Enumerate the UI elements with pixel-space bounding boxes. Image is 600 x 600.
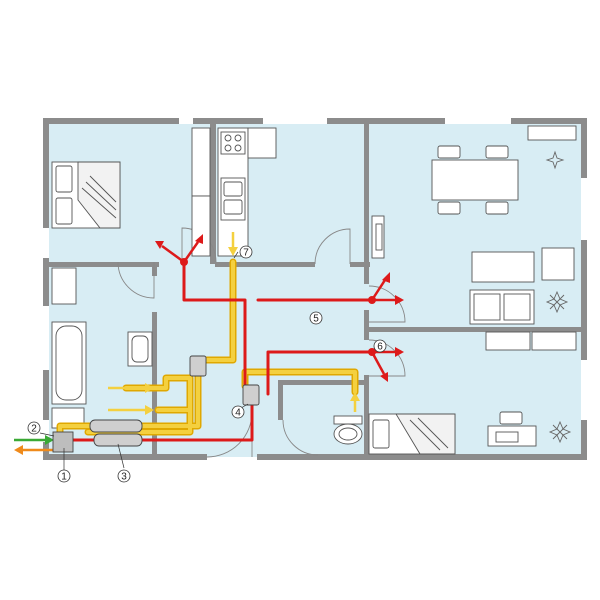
armchair <box>541 247 575 281</box>
callouts: 1 2 3 4 5 6 7 <box>27 245 387 483</box>
callout-1: 1 <box>61 472 67 483</box>
chair-1 <box>437 145 461 159</box>
callout-6: 6 <box>377 342 383 353</box>
wall-top-4 <box>327 118 445 124</box>
callout-4: 4 <box>235 408 241 419</box>
distribution-box-supply <box>242 384 260 406</box>
callout-5: 5 <box>313 314 319 325</box>
cabinet-bath <box>51 267 77 305</box>
door-wc <box>282 419 319 456</box>
wall-kitchen-living <box>364 124 369 284</box>
supply-duct-bedroom-left <box>182 260 247 390</box>
wardrobe-1 <box>485 331 531 351</box>
bed-left-pillow-1 <box>55 165 73 193</box>
heat-recovery-unit <box>89 419 143 433</box>
wall-living-bed <box>369 327 581 332</box>
wall-bath-hall <box>152 264 157 276</box>
distribution-box-extract <box>189 355 207 377</box>
wall-left-1 <box>43 118 49 228</box>
outside-air-arrows <box>14 435 54 455</box>
wall-top-3 <box>213 118 263 124</box>
supply-arrows <box>155 234 404 382</box>
plant-living <box>545 290 569 314</box>
wall-living-hall <box>364 310 369 340</box>
kitchen-counter-left <box>191 127 211 197</box>
coffee-table <box>471 251 535 283</box>
stove <box>220 131 246 155</box>
chair-4 <box>485 201 509 215</box>
wall-kitchen-hall-1 <box>215 262 315 267</box>
sideboard <box>527 125 577 141</box>
wall-bed-kitchen <box>210 124 216 264</box>
wall-bath-hall-2 <box>152 312 157 454</box>
door-kitchen <box>314 228 351 265</box>
wall-right-3 <box>581 420 587 460</box>
plants <box>545 150 572 444</box>
bed-left-blanket <box>77 161 121 229</box>
ventilation-components <box>52 355 260 453</box>
supply-duct-bedroom-right <box>266 350 374 396</box>
wall-top-2 <box>193 118 213 124</box>
silencer <box>93 433 143 447</box>
wall-right-2 <box>581 240 587 360</box>
wall-kitchen-hall-2 <box>350 262 370 267</box>
extract-arrows <box>108 232 360 415</box>
door-bathroom <box>117 261 155 299</box>
chair-3 <box>437 201 461 215</box>
walls <box>43 118 587 460</box>
wall-wc-top <box>278 380 368 385</box>
bed-left-pillow-2 <box>55 197 73 225</box>
callout-7: 7 <box>243 248 249 259</box>
plant-bedroom <box>548 420 572 444</box>
chair-2 <box>485 145 509 159</box>
wardrobe-2 <box>531 331 577 351</box>
kitchen-shelf <box>247 127 277 159</box>
wall-left-2 <box>43 258 49 306</box>
wall-bed-bath <box>49 262 159 267</box>
plant-kitchen <box>545 150 565 170</box>
wall-right-1 <box>581 118 587 178</box>
wc-cistern <box>333 415 363 425</box>
callout-2: 2 <box>31 424 37 435</box>
wall-top-1 <box>43 118 179 124</box>
dining-table <box>431 159 519 201</box>
wall-bottom-2 <box>257 454 587 460</box>
wall-grille <box>52 431 74 453</box>
callout-3: 3 <box>121 472 127 483</box>
wall-left-3 <box>43 370 49 420</box>
wall-bottom-1 <box>43 454 207 460</box>
wall-bed-hall <box>364 375 369 460</box>
wall-top-5 <box>511 118 587 124</box>
furniture <box>51 125 577 455</box>
wall-wc-left <box>278 380 283 420</box>
